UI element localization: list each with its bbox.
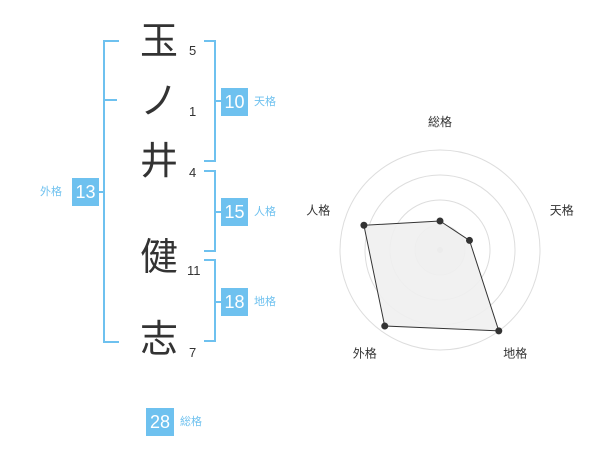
jinkaku-label: 人格 xyxy=(254,205,276,218)
chikaku-label: 地格 xyxy=(254,295,276,308)
radar-axis-label-5: 人格 xyxy=(306,202,330,217)
stroke-count-1: 5 xyxy=(189,43,197,58)
name-char-2: ノ xyxy=(139,79,178,123)
stroke-count-3: 4 xyxy=(189,165,197,180)
tenkaku-label: 天格 xyxy=(254,95,276,108)
chikaku-bracket xyxy=(204,259,216,342)
gaikaku-connector xyxy=(97,191,103,193)
name-char-3: 井 xyxy=(139,139,178,183)
stroke-count-5: 7 xyxy=(189,345,197,360)
radar-point-5 xyxy=(360,221,368,229)
jinkaku-badge: 15 xyxy=(221,198,248,226)
soukaku-label: 総格 xyxy=(180,415,202,428)
stroke-count-2: 1 xyxy=(189,104,197,119)
radar-point-2 xyxy=(465,236,473,244)
tenkaku-connector xyxy=(214,100,222,102)
name-char-4: 健 xyxy=(139,235,178,279)
radar-ring-4 xyxy=(339,149,541,351)
radar-point-4 xyxy=(381,322,389,330)
name-char-1: 玉 xyxy=(139,19,178,63)
radar-axis-label-4: 外格 xyxy=(353,346,377,361)
radar-axis-label-3: 地格 xyxy=(503,346,527,361)
radar-axis-label-1: 総格 xyxy=(428,114,452,129)
stroke-count-4: 11 xyxy=(187,263,201,278)
chikaku-badge: 18 xyxy=(221,288,248,316)
name-char-5: 志 xyxy=(139,317,178,361)
radar-axis-label-2: 天格 xyxy=(550,202,574,217)
radar-point-1 xyxy=(436,217,444,225)
jinkaku-connector xyxy=(214,211,222,213)
soukaku-badge: 28 xyxy=(146,408,174,436)
radar-point-3 xyxy=(495,327,503,335)
gaikaku-bracket xyxy=(103,40,119,343)
gaikaku-badge: 13 xyxy=(72,178,99,206)
gaikaku-bracket-tick xyxy=(103,99,117,101)
gaikaku-label: 外格 xyxy=(40,185,62,198)
radar-polygon xyxy=(363,220,500,332)
chikaku-connector xyxy=(214,301,222,303)
tenkaku-badge: 10 xyxy=(221,88,248,116)
